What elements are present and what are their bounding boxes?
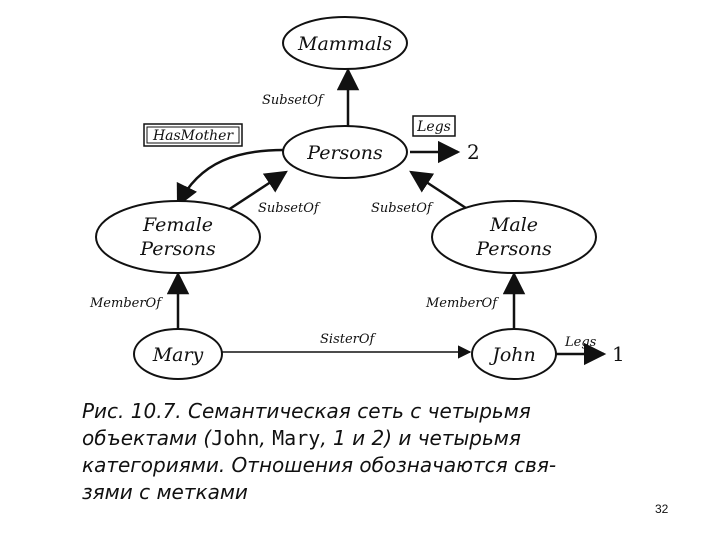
label-male-line1: Male <box>489 214 538 236</box>
box-has-mother <box>143 123 243 147</box>
label-edge-female-persons: SubsetOf <box>258 201 321 216</box>
node-persons <box>282 125 408 179</box>
label-persons: Persons <box>306 142 383 164</box>
label-male-line2: Persons <box>475 238 552 260</box>
box-legs <box>412 115 456 137</box>
label-female-line1: Female <box>142 214 213 236</box>
caption-line-4: зями с метками <box>82 480 248 504</box>
node-mary <box>133 328 223 380</box>
caption-line-2-start: объектами ( <box>82 426 212 450</box>
label-mammals: Mammals <box>297 33 392 55</box>
label-edge-persons-legs: Legs <box>416 119 451 135</box>
node-john <box>471 328 557 380</box>
edge-female-persons <box>224 170 288 214</box>
label-female-line2: Persons <box>139 238 216 260</box>
box-has-mother-inner <box>146 126 240 144</box>
value-persons-legs: 2 <box>467 140 480 164</box>
node-mammals <box>282 16 408 70</box>
label-edge-john-male: MemberOf <box>425 296 499 311</box>
label-edge-mary-female: MemberOf <box>89 296 163 311</box>
label-edge-male-persons: SubsetOf <box>371 201 434 216</box>
caption-line-2: объектами (John, Mary, 1 и 2) и четырьмя <box>82 425 642 452</box>
caption-line-2-end: , 1 и 2) и четырьмя <box>320 426 521 450</box>
figure-caption: Рис. 10.7. Семантическая сеть с четырьмя… <box>82 398 642 506</box>
node-male-persons <box>431 200 597 274</box>
caption-line-1: Рис. 10.7. Семантическая сеть с четырьмя <box>82 399 531 423</box>
label-john: John <box>488 344 536 366</box>
value-john-legs: 1 <box>612 342 625 366</box>
label-edge-mary-john: SisterOf <box>320 332 377 347</box>
caption-line-3: категориями. Отношения обозначаются свя- <box>82 453 557 477</box>
label-edge-has-mother: HasMother <box>152 128 234 144</box>
edge-has-mother <box>176 148 285 208</box>
label-edge-john-legs: Legs <box>564 335 597 350</box>
page-number: 32 <box>655 502 669 516</box>
caption-line-2-sep: , <box>259 426 273 450</box>
edge-male-persons <box>409 170 473 214</box>
label-edge-persons-mammals: SubsetOf <box>262 93 325 108</box>
node-female-persons <box>95 200 261 274</box>
label-mary: Mary <box>152 344 204 366</box>
caption-mary: Mary <box>272 426 321 450</box>
semantic-network-diagram: Mammals Persons Female Persons Male Pers… <box>89 16 625 380</box>
caption-john: John <box>211 426 260 450</box>
